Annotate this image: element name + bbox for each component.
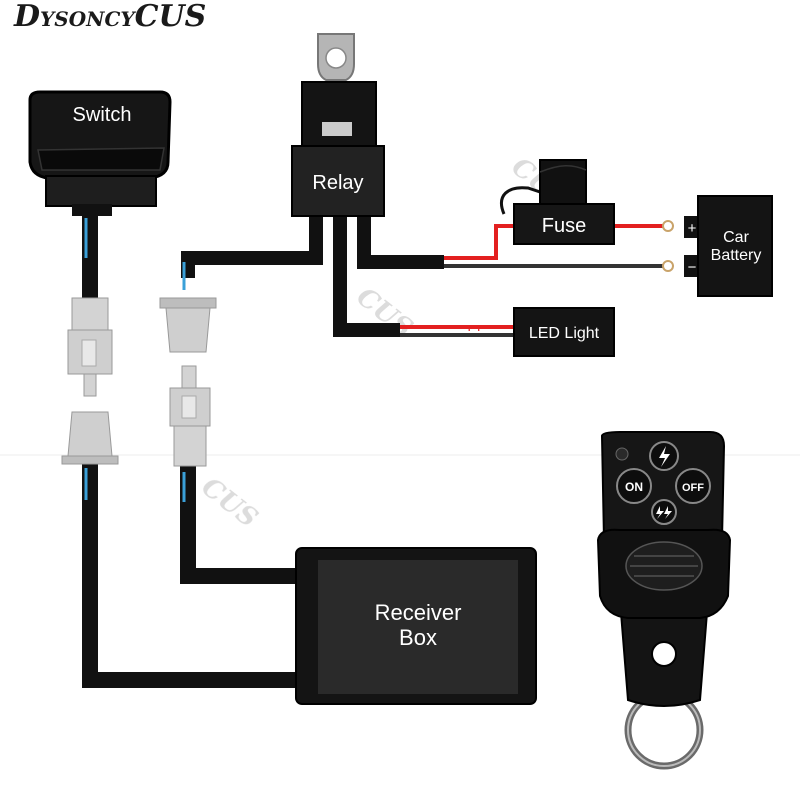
battery-plus-sign: + (688, 220, 697, 237)
remote-on-label: ON (625, 480, 643, 494)
brand-logo: DYSONCYCUS (13, 0, 206, 34)
receiver-box: Receiver Box (295, 547, 537, 705)
pigtail-connector-upper (159, 297, 217, 353)
pigtail-connector-lower (169, 365, 211, 467)
remote-on-button[interactable] (616, 468, 652, 504)
relay-battery-wire (357, 210, 444, 269)
battery-label-line2: Battery (711, 247, 762, 264)
led-light: + + LED Light (466, 307, 615, 357)
remote-key-fob: ON OFF (596, 431, 732, 770)
remote-flash-button[interactable] (651, 499, 677, 525)
battery-minus-sign: − (688, 259, 697, 276)
fuse-label: Fuse (542, 215, 586, 237)
led-polarity: + + (466, 323, 482, 335)
battery-positive-terminal (662, 220, 674, 232)
relay: Relay (291, 33, 385, 217)
brand-logo-text: DYSONCYCUS (13, 0, 206, 34)
rocker-switch: Switch (28, 90, 172, 216)
lightning-icon (659, 446, 670, 467)
switch-label: Switch (73, 104, 132, 126)
receiver-right-cable (180, 466, 300, 584)
battery-negative-terminal (662, 260, 674, 272)
receiver-label-line2: Box (399, 625, 437, 650)
relay-label: Relay (312, 172, 363, 194)
car-battery: + − Car Battery (662, 195, 773, 297)
relay-pigtail-wire (181, 210, 323, 278)
receiver-left-cable (82, 462, 300, 688)
battery-label-line1: Car (723, 229, 749, 246)
fuse-lead (500, 186, 547, 215)
fuse-holder: Fuse (513, 159, 615, 245)
positive-wire (444, 224, 520, 260)
relay-led-wire (333, 210, 400, 337)
remote-off-label: OFF (682, 482, 704, 494)
receiver-label-line1: Receiver (375, 600, 462, 625)
switch-connector-upper (67, 297, 113, 397)
led-label: LED Light (529, 325, 600, 342)
remote-off-button[interactable] (675, 468, 711, 504)
double-lightning-icon (656, 506, 672, 519)
wires (82, 186, 664, 688)
switch-connector-lower (61, 411, 119, 465)
watermark-text: CUS (196, 472, 263, 534)
